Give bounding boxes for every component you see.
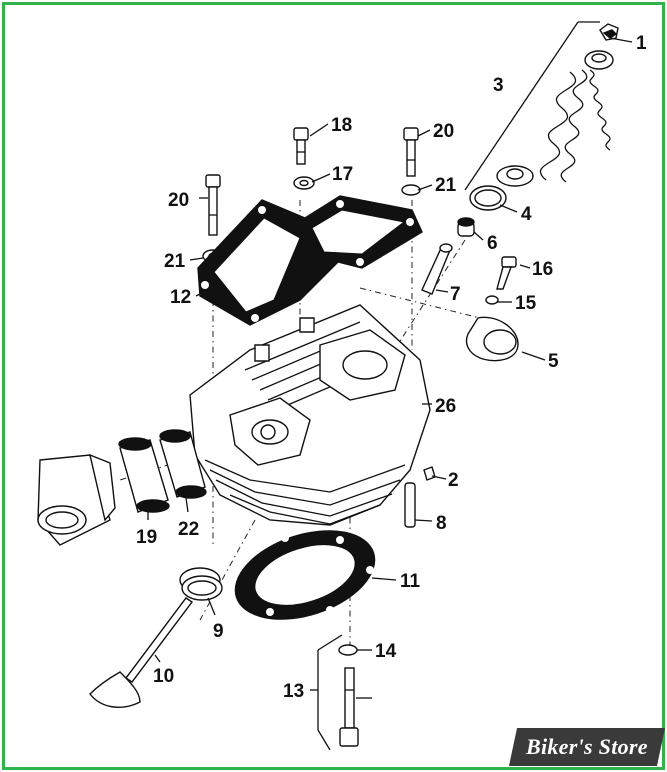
- intake-seal-19-part: [118, 437, 170, 513]
- callout-21-left: 21: [164, 251, 186, 272]
- valve-seal-part: [457, 217, 475, 237]
- intake-clamp-22-part: [159, 429, 207, 499]
- callout-20-left: 20: [168, 190, 189, 211]
- callout-4: 4: [521, 204, 532, 225]
- bolt-18-part: [293, 127, 309, 165]
- callout-14: 14: [375, 641, 397, 662]
- callout-3: 3: [493, 75, 504, 96]
- gasket-5-part: [465, 316, 519, 362]
- callout-9: 9: [213, 621, 224, 642]
- callout-6: 6: [487, 233, 498, 254]
- callout-7: 7: [450, 284, 461, 305]
- washer-14-part: [338, 644, 358, 656]
- dowel-pin-8-part: [404, 482, 416, 528]
- valve-seat-9-part: [179, 567, 223, 601]
- cylinder-head-part: [189, 304, 431, 526]
- logo-text: Biker's Store: [526, 734, 648, 759]
- callout-17: 17: [332, 164, 353, 185]
- callout-11: 11: [400, 571, 421, 592]
- callout-labels: 1 2 3 4 5 6 7 8 9 10 11 12 13 14 15 16 1…: [136, 33, 647, 702]
- dowel-2-part: [423, 466, 436, 481]
- callout-8: 8: [436, 513, 447, 534]
- callout-2: 2: [448, 470, 459, 491]
- bolt-20-right-part: [403, 127, 419, 177]
- rocker-gasket-part: [197, 195, 423, 326]
- callout-26: 26: [435, 396, 456, 417]
- bolt-13-part: [339, 667, 359, 747]
- bolt-16-part: [496, 256, 517, 290]
- callout-12: 12: [170, 287, 191, 308]
- valve-spring-part: [496, 50, 614, 187]
- callout-21-right: 21: [435, 175, 457, 196]
- callout-16: 16: [532, 259, 553, 280]
- callout-18: 18: [331, 115, 352, 136]
- washer-17-part: [293, 176, 315, 190]
- washer-15-part: [485, 295, 499, 305]
- spring-washer-part: [469, 185, 507, 211]
- valve-keeper-part: [599, 23, 619, 41]
- callout-5: 5: [548, 351, 559, 372]
- callout-20-right: 20: [433, 121, 454, 142]
- intake-manifold-part: [37, 453, 116, 546]
- valve-guide-part: [421, 243, 453, 295]
- bikers-store-logo: Biker's Store: [508, 728, 666, 766]
- leader-lines: [147, 21, 633, 751]
- bolt-20-left-part: [205, 174, 221, 236]
- head-gasket-part: [234, 530, 376, 620]
- callout-10: 10: [153, 666, 174, 687]
- callout-15: 15: [515, 293, 537, 314]
- washer-21-right-part: [401, 184, 421, 196]
- callout-22: 22: [178, 519, 199, 540]
- callout-13: 13: [283, 681, 304, 702]
- callout-1: 1: [636, 33, 647, 54]
- valve-10-part: [89, 597, 194, 708]
- callout-19: 19: [136, 527, 157, 548]
